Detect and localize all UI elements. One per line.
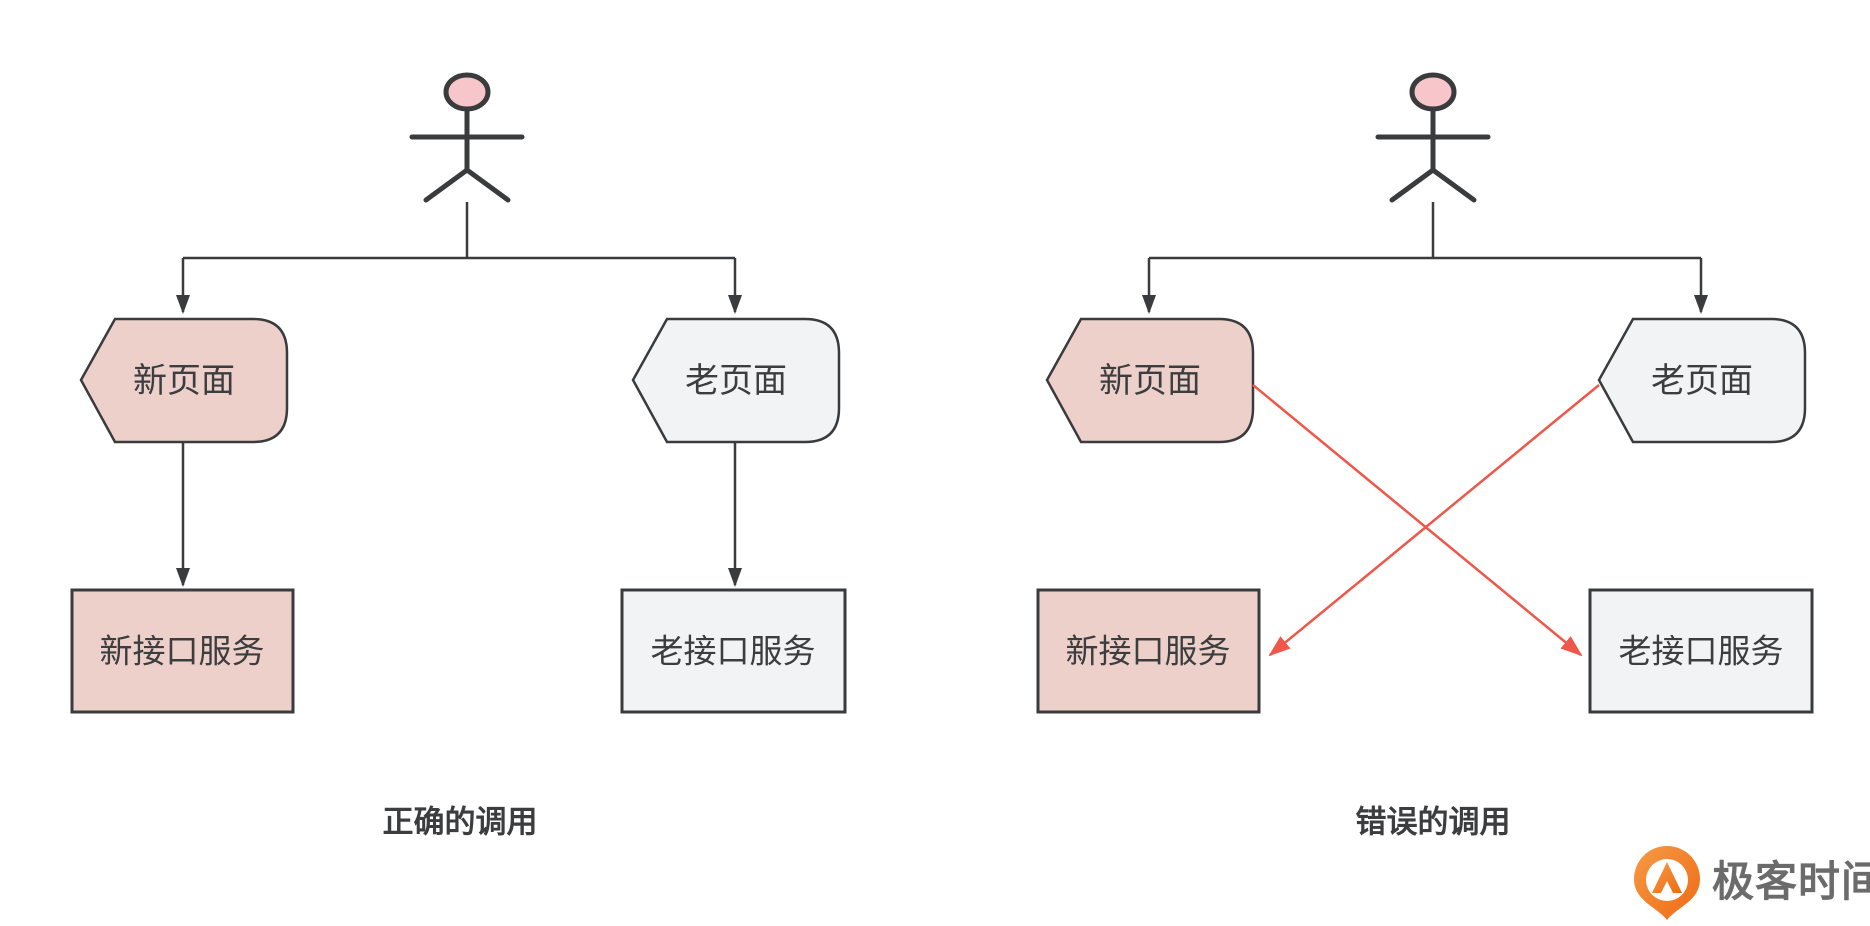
node-old-service: 老接口服务	[620, 588, 847, 714]
geektime-logo-text: 极客时间	[1712, 858, 1870, 905]
node-new-page-shape	[79, 317, 289, 444]
node-old-service: 老接口服务	[1588, 588, 1814, 714]
diagram-caption-correct: 正确的调用	[383, 805, 538, 840]
diagram-correct: 新页面 老页面 新接口服务 老接口服务 正确的调用	[70, 72, 847, 840]
node-old-page: 老页面	[631, 317, 841, 444]
actor-right-leg-line	[464, 167, 511, 203]
node-old-page-label: 老页面	[1651, 362, 1753, 400]
node-old-service-label: 老接口服务	[1619, 633, 1784, 670]
node-new-page: 新页面	[1045, 317, 1255, 444]
logo-geek-figure	[1652, 862, 1682, 893]
node-new-service: 新接口服务	[70, 588, 295, 714]
actor-right-leg-line	[1430, 167, 1477, 203]
actor-head	[1409, 72, 1457, 112]
node-new-service: 新接口服务	[1036, 588, 1261, 714]
geektime-logo-icon	[1634, 846, 1700, 920]
node-new-service-label: 新接口服务	[1066, 633, 1231, 670]
node-new-page-shape	[1045, 317, 1255, 444]
node-new-service-shape	[70, 588, 295, 714]
actor-left-leg-line	[423, 167, 470, 203]
diagram-wrong: 新页面 老页面 新接口服务 老接口服务 错误的调用	[1036, 72, 1814, 840]
wrong-arrow-old-page-to-new-service	[1268, 384, 1600, 657]
node-old-service-shape	[1588, 588, 1814, 714]
node-old-page-label: 老页面	[685, 362, 787, 400]
wrong-arrow-new-page-to-old-service	[1252, 384, 1583, 657]
actor-icon	[409, 72, 525, 203]
actor-left-leg-line	[1389, 167, 1436, 203]
node-new-page-label: 新页面	[1099, 362, 1201, 400]
actor-icon	[1375, 72, 1491, 203]
node-old-page-shape	[631, 317, 841, 444]
node-old-page-shape	[1597, 317, 1807, 444]
node-old-service-label: 老接口服务	[651, 633, 816, 670]
node-new-page: 新页面	[79, 317, 289, 444]
node-new-service-shape	[1036, 588, 1261, 714]
node-old-service-shape	[620, 588, 847, 714]
diagram-caption-wrong: 错误的调用	[1356, 805, 1511, 840]
actor-head	[443, 72, 491, 112]
geektime-logo: 极客时间	[1634, 846, 1870, 920]
node-new-page-label: 新页面	[133, 362, 235, 400]
node-old-page: 老页面	[1597, 317, 1807, 444]
node-new-service-label: 新接口服务	[100, 633, 265, 670]
